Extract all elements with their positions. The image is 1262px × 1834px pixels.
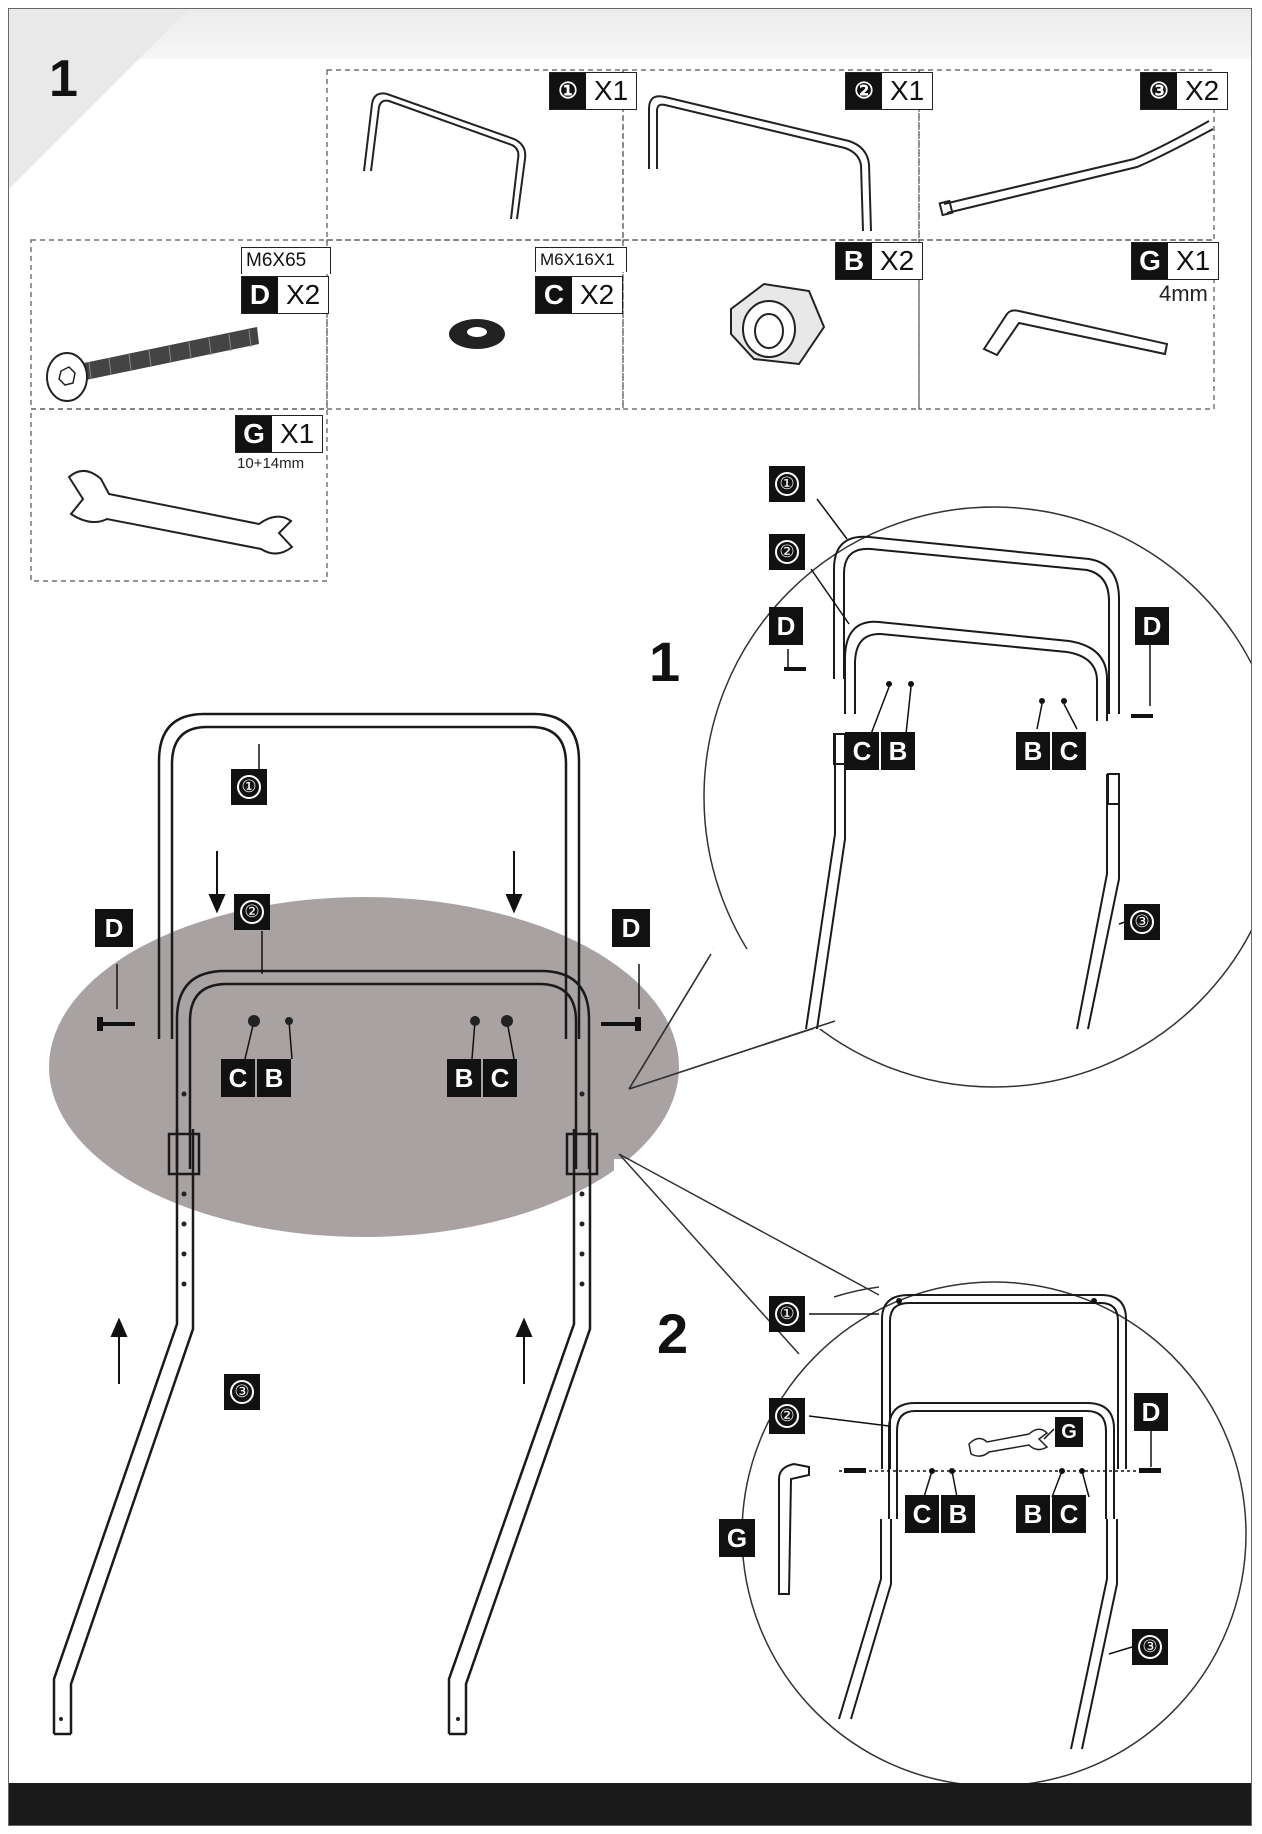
bubble-1-tail-mask [709,949,839,1029]
frame-holes [59,1091,585,1721]
washer-c-drawing [449,319,505,349]
step-number: 1 [49,50,78,108]
detail-2-callout-1: ① [769,1296,805,1332]
detail-2-bolts [844,1298,1161,1474]
main-leaders [116,744,640,1060]
nut-b-drawing [730,282,826,366]
hex-key-size: 4mm [1159,281,1208,306]
corner-fold [9,9,189,189]
detail-1-callout-2: ② [769,534,805,570]
washer-c-badge: C X2 [535,276,624,314]
part-3-badge: ③ X2 [1140,72,1229,110]
detail-2-wrench [968,1428,1049,1457]
bolt-d-spec: M6X65 [241,247,331,274]
callout-part-3: ③ [224,1374,260,1410]
part-1-drawing [363,92,527,220]
footer-bar [9,1783,1251,1825]
callout-part-1: ① [231,769,267,805]
bubble-1-tail [628,953,836,1090]
main-bolt-heads [97,1017,641,1031]
detail-2-callout-2: ② [769,1398,805,1434]
main-nuts [248,1015,513,1027]
hex-key-badge: G X1 [1131,242,1220,280]
part-2-drawing [648,95,872,232]
parts-grid [30,69,1215,582]
bolt-d-drawing [46,327,259,402]
bubble-2-tail-mask [614,1159,854,1299]
main-frame [52,712,599,1736]
detail-1-parts [784,667,1153,718]
detail-1-label-d-right: D [1135,607,1169,645]
detail-1-label-d-left: D [769,607,803,645]
highlight-ellipse [49,897,679,1237]
detail-2-label-g-wrench: G [1055,1417,1083,1447]
callout-part-2: ② [234,894,270,930]
nut-b-badge: B X2 [835,242,924,280]
detail-1-number: 1 [649,630,681,693]
instruction-page: 1 [8,8,1252,1826]
detail-1-callout-1: ① [769,466,805,502]
label-d-left: D [95,909,133,947]
part-1-badge: ① X1 [549,72,638,110]
washer-c-spec: M6X16X1 [535,247,627,272]
bubble-2-arc [833,1286,880,1298]
part-2-badge: ② X1 [845,72,934,110]
label-d-right: D [612,909,650,947]
detail-2-bubble [741,1281,1247,1787]
detail-2-label-d: D [1134,1393,1168,1431]
detail-2-frame [778,1294,1127,1750]
detail-1-frame [805,535,1120,1030]
detail-2-leaders [808,1313,1152,1655]
detail-2-label-g-key: G [719,1519,755,1557]
hex-key-drawing [982,309,1169,357]
part-3-drawing [938,120,1214,217]
detail-2-number: 2 [657,1302,689,1365]
wrench-badge: G X1 [235,415,324,453]
assembly-drawing [30,69,1251,1787]
top-band [9,9,1251,59]
wrench-size: 10+14mm [237,455,305,472]
direction-arrows [110,851,533,1384]
detail-2-callout-3: ③ [1132,1629,1168,1665]
detail-1-callout-3: ③ [1124,904,1160,940]
wrench-drawing [67,470,294,555]
bolt-d-badge: D X2 [241,276,330,314]
